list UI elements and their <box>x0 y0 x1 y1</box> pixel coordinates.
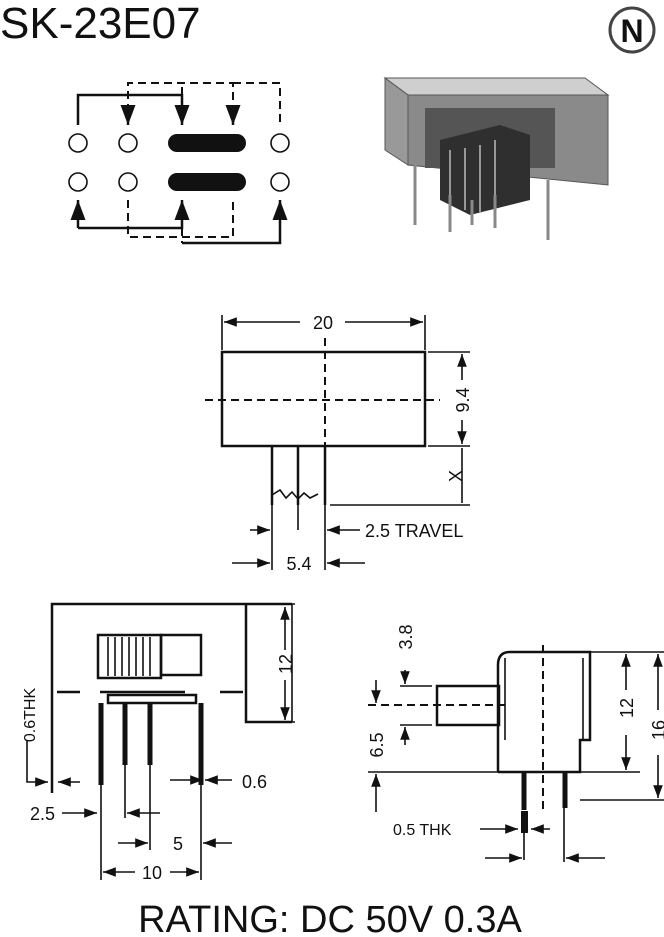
dim-pin-thickness: 0.6THK <box>22 688 39 743</box>
front-view-drawing: 12 0.6THK 2.5 0.6 5 10 <box>22 602 296 883</box>
dim-side-actuator-height: 6.5 <box>367 732 387 757</box>
dim-front-height: 12 <box>276 654 296 674</box>
svg-text:N: N <box>620 13 643 49</box>
dim-pin-width: 0.6 <box>242 772 267 792</box>
dim-side-pin-thickness: 0.5 THK <box>393 822 452 839</box>
side-view-drawing: 3.8 6.5 12 16 0.5 THK <box>367 624 664 863</box>
top-view-drawing: 20 9.4 X 2.5 TRAVEL 5.4 <box>205 313 473 574</box>
dim-actuator-extension: X <box>446 470 466 482</box>
dim-travel: 2.5 TRAVEL <box>365 521 463 541</box>
dim-body-height: 9.4 <box>453 387 473 412</box>
dim-side-body-height: 12 <box>617 698 637 718</box>
part-number-title: SK-23E07 <box>0 0 201 48</box>
dim-body-width: 20 <box>313 313 333 333</box>
dim-side-actuator-width: 3.8 <box>396 624 416 649</box>
switch-3d-render <box>383 77 610 240</box>
brand-logo: N <box>608 6 656 54</box>
dim-pin-pitch: 5 <box>173 834 183 854</box>
dim-pin-offset: 2.5 <box>30 804 55 824</box>
dim-side-total-height: 16 <box>649 720 664 740</box>
switch-schematic <box>68 82 290 245</box>
dim-pin-span: 10 <box>142 863 162 883</box>
dim-actuator-width: 5.4 <box>286 554 311 574</box>
rating-text: RATING: DC 50V 0.3A <box>138 899 522 937</box>
